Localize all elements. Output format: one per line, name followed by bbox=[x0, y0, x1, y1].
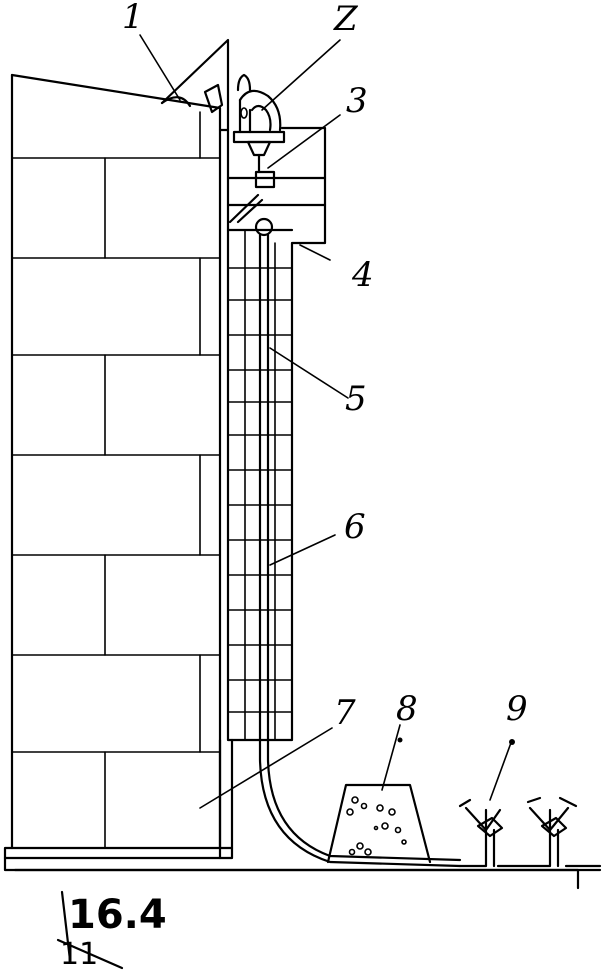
label-3: 3 bbox=[346, 81, 368, 121]
riser-casing bbox=[218, 126, 327, 860]
valve-ball bbox=[254, 217, 274, 237]
roof-element-1 bbox=[160, 38, 230, 132]
page-number: 16.4 bbox=[68, 892, 167, 938]
label-4: 4 bbox=[351, 255, 374, 295]
label-6: 6 bbox=[344, 507, 366, 547]
container-8 bbox=[326, 783, 432, 864]
leader-lines bbox=[139, 34, 515, 809]
ground-slab bbox=[3, 846, 602, 890]
label-5: 5 bbox=[345, 379, 367, 419]
page-mark: 16.4 11 bbox=[56, 890, 167, 972]
label-8: 8 bbox=[396, 689, 418, 729]
label-9: 9 bbox=[506, 689, 528, 729]
supports-9 bbox=[458, 796, 602, 868]
vertical-pipe bbox=[258, 233, 462, 868]
label-2: Z bbox=[333, 0, 359, 39]
head-fitting-3 bbox=[232, 130, 286, 189]
label-7: 7 bbox=[334, 693, 356, 733]
masonry-wall bbox=[10, 73, 222, 850]
label-1: 1 bbox=[122, 0, 144, 37]
elbow-fitting-2 bbox=[236, 73, 282, 134]
